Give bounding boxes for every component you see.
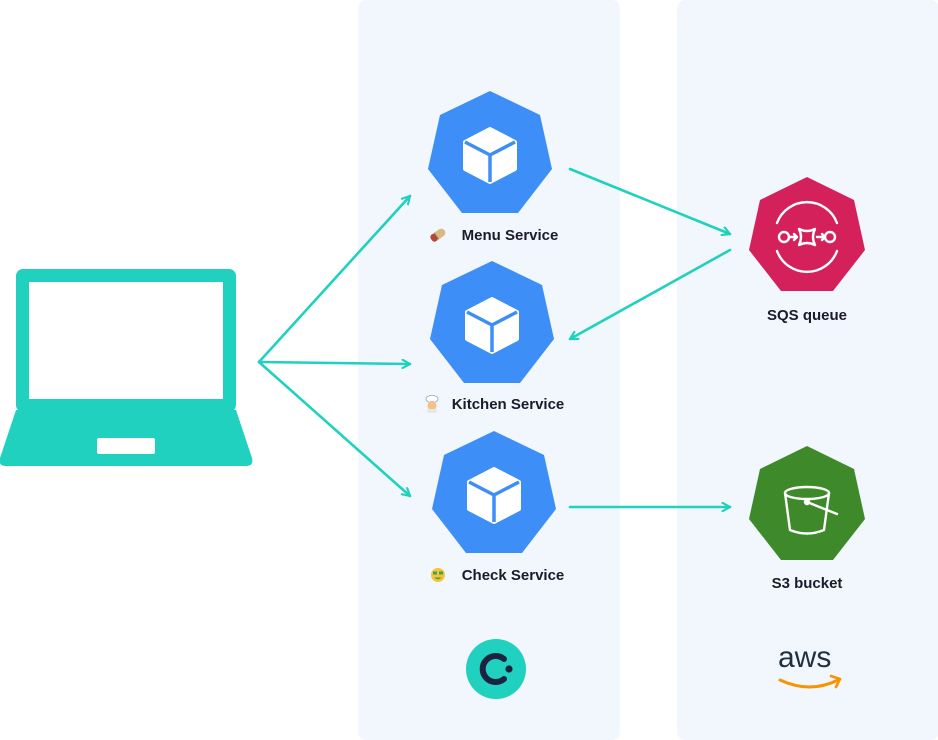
check-service-label: Check Service <box>442 567 565 584</box>
check-emoji-slot <box>442 567 457 582</box>
aws-smile-arrow-icon <box>829 674 842 689</box>
money-face-icon <box>431 568 445 582</box>
sqs-queue-text: SQS queue <box>766 307 848 324</box>
menu-service-text: Menu Service <box>461 227 559 244</box>
s3-bucket-label: S3 bucket <box>772 575 843 592</box>
check-service-text: Check Service <box>461 567 565 584</box>
cube-icon <box>463 127 517 184</box>
sqs-icon <box>775 201 839 273</box>
arrow-laptop-to-check <box>257 360 412 498</box>
aws-panel <box>677 0 938 740</box>
arrow-laptop-to-menu <box>257 194 412 364</box>
burrito-icon <box>430 228 446 242</box>
aws-smile-icon <box>778 678 840 689</box>
s3-bucket-node <box>749 446 865 560</box>
menu-emoji-slot <box>442 227 457 242</box>
arrow-menu-to-sqs <box>568 167 732 234</box>
kitchen-service-label: Kitchen Service <box>432 396 565 413</box>
menu-service-label: Menu Service <box>442 227 559 244</box>
kitchen-service-text: Kitchen Service <box>451 396 565 413</box>
menu-service-node <box>428 91 552 213</box>
laptop-icon <box>0 269 253 466</box>
aws-logo-text: aws <box>778 641 832 674</box>
sqs-queue-node <box>749 177 865 291</box>
sqs-queue-label: SQS queue <box>767 307 847 324</box>
kitchen-emoji-slot <box>432 396 447 411</box>
arrow-laptop-to-kitchen <box>257 362 412 364</box>
arrow-sqs-to-kitchen <box>568 248 732 341</box>
bucket-icon <box>783 485 839 535</box>
arrows <box>257 167 732 507</box>
chef-icon <box>425 394 439 413</box>
heptagon-shape <box>749 177 865 291</box>
cube-icon <box>467 467 521 524</box>
s3-bucket-text: S3 bucket <box>771 575 843 592</box>
kitchen-service-node <box>430 261 554 383</box>
cluster-logo-icon <box>466 639 526 699</box>
check-service-node <box>432 431 556 553</box>
cube-icon <box>465 297 519 354</box>
